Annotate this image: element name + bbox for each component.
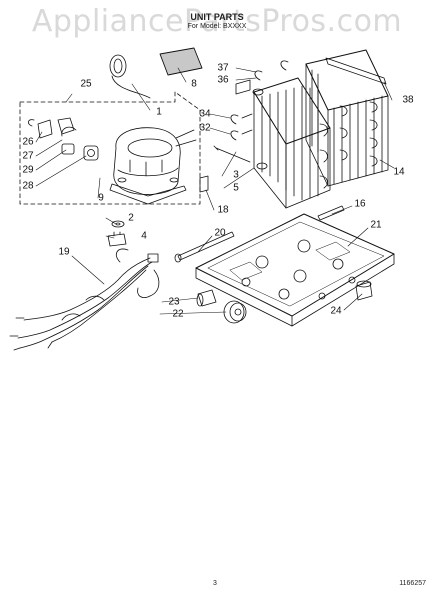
part-23-cylinder: [196, 289, 217, 307]
part-16-rod: [317, 205, 345, 221]
part-34-clip: [230, 113, 253, 125]
compressor-group-outline: [19, 91, 201, 205]
part-3-screw: [213, 145, 251, 163]
page-number: 3: [213, 580, 217, 587]
part-27-overload: [57, 117, 75, 135]
document-code: 1166257: [399, 580, 426, 587]
callout-21: 21: [370, 219, 382, 231]
part-36-clip: [254, 70, 263, 81]
callout-19: 19: [58, 246, 70, 258]
callout-2: 2: [128, 212, 134, 224]
callout-37: 37: [217, 62, 229, 74]
part-1-tube-loop: [109, 54, 151, 99]
callout-24: 24: [330, 305, 342, 317]
callout-32: 32: [199, 122, 211, 134]
callout-5: 5: [233, 182, 239, 194]
leader-lines: [35, 67, 395, 315]
part-37-clip: [280, 60, 289, 71]
part-8-insulation-pad: [159, 47, 203, 76]
callout-29: 29: [22, 164, 34, 176]
callout-9: 9: [98, 192, 104, 204]
callout-1: 1: [156, 106, 162, 118]
callout-3: 3: [233, 169, 239, 181]
part-22-wheel: [223, 300, 247, 324]
callout-38: 38: [402, 94, 414, 106]
callout-14: 14: [393, 166, 405, 178]
part-32-clip: [230, 129, 253, 141]
part-21-base-pan: [195, 213, 395, 327]
part-29-bracket: [61, 143, 75, 155]
callout-20: 20: [214, 227, 226, 239]
callout-4: 4: [141, 230, 147, 242]
part-38-bar: [325, 57, 387, 85]
callout-18: 18: [217, 204, 229, 216]
callout-26: 26: [22, 136, 34, 148]
page-title: UNIT PARTS: [190, 12, 244, 22]
part-4-grommet: [107, 231, 127, 247]
part-9-compressor: [109, 127, 197, 205]
callout-27: 27: [22, 150, 34, 162]
part-27-terminal-cover: [61, 126, 77, 137]
callout-23: 23: [168, 296, 180, 308]
part-14-condenser-coil: [305, 49, 389, 187]
part-28-grommet: [83, 145, 99, 161]
callout-8: 8: [191, 78, 197, 90]
part-19-wire-harness: [9, 248, 160, 351]
part-26-relay: [28, 119, 53, 139]
part-24-foot: [355, 280, 373, 301]
part-5-evaporator-coil: [235, 77, 331, 209]
part-2-washer: [111, 220, 125, 228]
callout-16: 16: [354, 198, 366, 210]
callout-25: 25: [80, 78, 92, 90]
callout-34: 34: [199, 108, 211, 120]
callout-22: 22: [172, 308, 184, 320]
callout-36: 36: [217, 74, 229, 86]
part-20-rod: [174, 231, 235, 263]
model-subtitle: For Model: BXXXX: [187, 23, 247, 30]
part-18-clip: [199, 175, 209, 193]
callout-28: 28: [22, 180, 34, 192]
